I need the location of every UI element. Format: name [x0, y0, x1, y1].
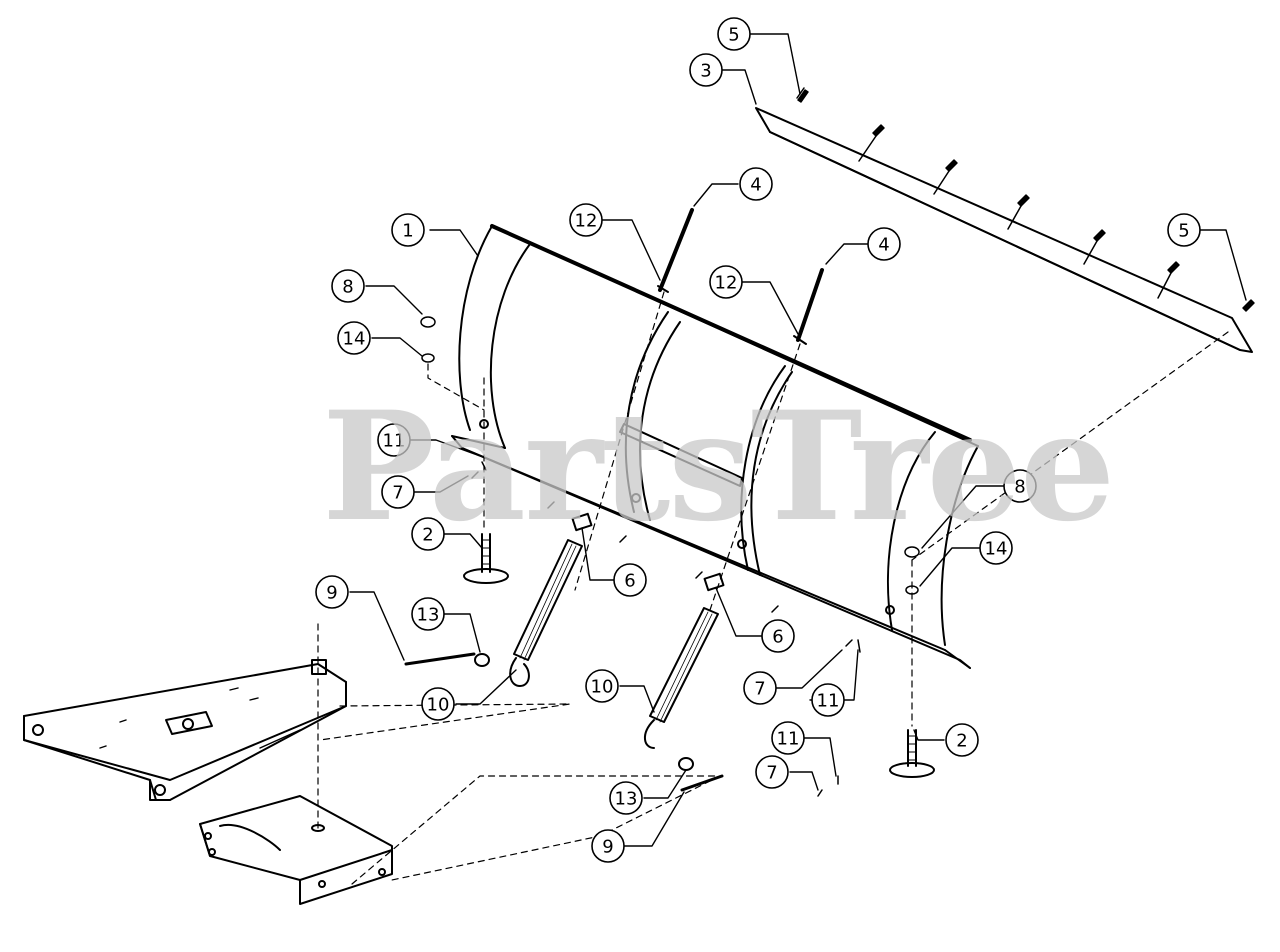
wear-bar [755, 107, 1253, 353]
callout-circle [585, 669, 619, 703]
callout-circle [381, 475, 415, 509]
callout-circle [331, 269, 365, 303]
callout-number: 12 [715, 273, 738, 294]
callout-c10b: 10 [585, 669, 619, 703]
callout-circle [771, 721, 805, 755]
callout-circle [867, 227, 901, 261]
callout-c13a: 13 [411, 597, 445, 631]
callout-number: 13 [615, 789, 638, 810]
hook-bolt-right [709, 268, 824, 611]
skid-shoe-left [463, 377, 509, 584]
callout-c14b: 14 [979, 531, 1013, 565]
callout-c13b: 13 [609, 781, 643, 815]
callout-c2a: 2 [411, 517, 445, 551]
callout-c11a: 11 [377, 423, 411, 457]
skid-shoe-right [889, 559, 935, 778]
hook-bolt-left [574, 208, 694, 591]
callout-c4a: 4 [739, 167, 773, 201]
callout-circle [1167, 213, 1201, 247]
callout-circle [609, 781, 643, 815]
callout-circle [411, 517, 445, 551]
callout-number: 13 [417, 605, 440, 626]
callout-number: 8 [342, 277, 353, 298]
callout-circle [743, 671, 777, 705]
callout-number: 9 [326, 583, 337, 604]
callout-circle [1003, 469, 1037, 503]
callout-number: 4 [750, 175, 761, 196]
callout-number: 11 [777, 729, 800, 750]
callout-circle [337, 321, 371, 355]
callout-c12b: 12 [709, 265, 743, 299]
callout-number: 10 [427, 695, 450, 716]
hardware-small [420, 316, 920, 797]
callout-number: 2 [422, 525, 433, 546]
callout-number: 4 [878, 235, 889, 256]
callout-circle [709, 265, 743, 299]
callout-c9b: 9 [591, 829, 625, 863]
callout-circle [613, 563, 647, 597]
callout-number: 2 [956, 731, 967, 752]
callout-circle [411, 597, 445, 631]
callout-number: 11 [817, 691, 840, 712]
moldboard [451, 224, 979, 669]
callout-number: 6 [772, 627, 783, 648]
callout-number: 10 [591, 677, 614, 698]
callout-number: 14 [343, 329, 366, 350]
callout-number: 5 [1178, 221, 1189, 242]
callout-circle [569, 203, 603, 237]
callout-c5b: 5 [1167, 213, 1201, 247]
callout-number: 5 [728, 25, 739, 46]
callout-circle [717, 17, 751, 51]
callout-circle [391, 213, 425, 247]
wear-bar-bolts [796, 87, 1255, 312]
callout-circle [761, 619, 795, 653]
callout-number: 7 [766, 763, 777, 784]
callout-c11c: 11 [771, 721, 805, 755]
callout-circle [811, 683, 845, 717]
callout-circle [979, 531, 1013, 565]
callout-c7c: 7 [755, 755, 789, 789]
callout-c7a: 7 [381, 475, 415, 509]
callout-number: 8 [1014, 477, 1025, 498]
callout-circle [591, 829, 625, 863]
callout-c11b: 11 [811, 683, 845, 717]
callout-number: 12 [575, 211, 598, 232]
callout-circle [945, 723, 979, 757]
callout-c4b: 4 [867, 227, 901, 261]
callout-circle [315, 575, 349, 609]
callout-c6b: 6 [761, 619, 795, 653]
callout-number: 9 [602, 837, 613, 858]
callout-number: 14 [985, 539, 1008, 560]
callout-c1: 1 [391, 213, 425, 247]
callout-number: 7 [754, 679, 765, 700]
callout-c12a: 12 [569, 203, 603, 237]
spring-left [509, 512, 593, 687]
callout-number: 11 [383, 431, 406, 452]
callout-c8a: 8 [331, 269, 365, 303]
callout-c6a: 6 [613, 563, 647, 597]
callout-c5a: 5 [717, 17, 751, 51]
push-frame [23, 623, 571, 831]
callout-number: 3 [700, 61, 711, 82]
callout-circle [739, 167, 773, 201]
callout-number: 6 [624, 571, 635, 592]
callout-c7b: 7 [743, 671, 777, 705]
callout-c10a: 10 [421, 687, 455, 721]
callout-c14a: 14 [337, 321, 371, 355]
callout-number: 7 [392, 483, 403, 504]
callout-c2b: 2 [945, 723, 979, 757]
callout-circle [421, 687, 455, 721]
callout-circle [377, 423, 411, 457]
callout-c9a: 9 [315, 575, 349, 609]
callout-circle [755, 755, 789, 789]
spring-right [644, 572, 725, 749]
callout-c8b: 8 [1003, 469, 1037, 503]
hook-bolts [404, 652, 724, 792]
callout-leaders [349, 33, 1247, 847]
callout-number: 1 [402, 221, 413, 242]
callout-circle [689, 53, 723, 87]
callout-c3: 3 [689, 53, 723, 87]
